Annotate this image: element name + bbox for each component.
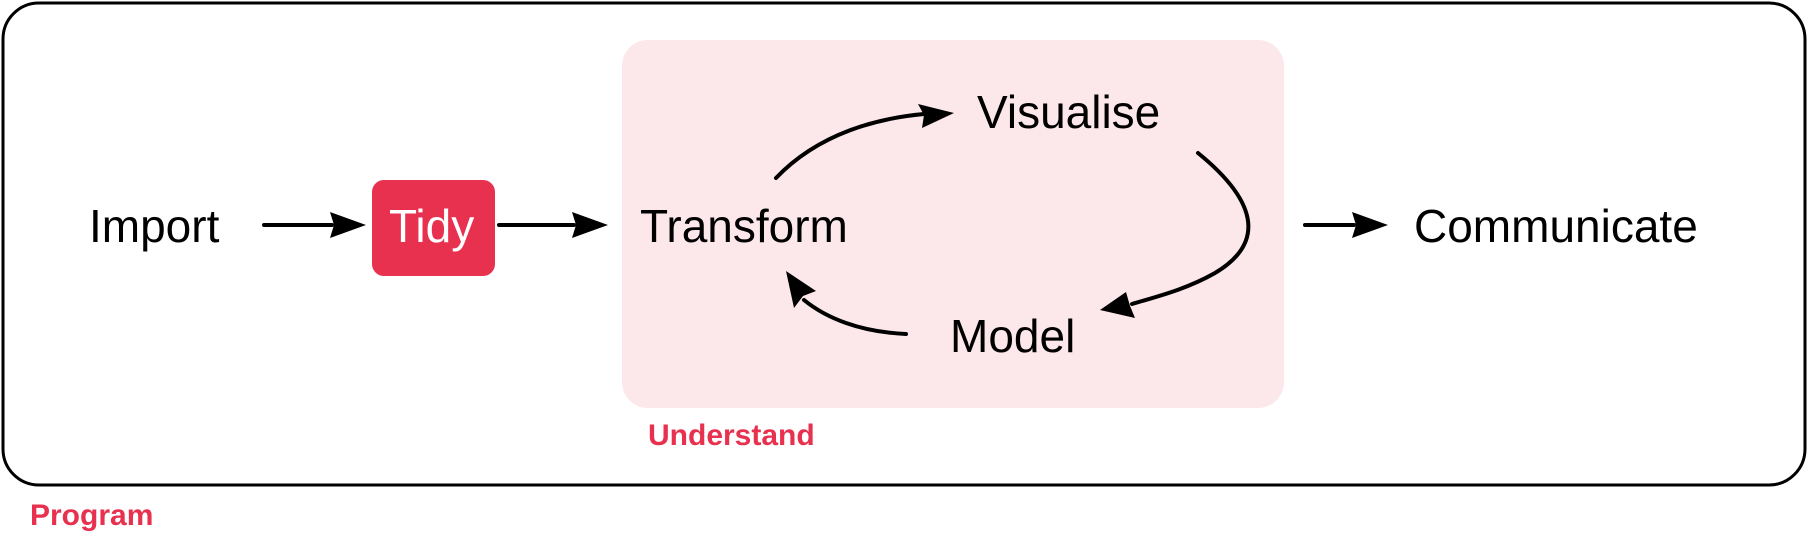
understand-region: [622, 40, 1284, 408]
stage-visualise: Visualise: [977, 86, 1161, 138]
arrow-import-to-tidy: [262, 212, 366, 238]
understand-label: Understand: [648, 419, 815, 452]
program-label: Program: [30, 499, 154, 532]
arrow-to-communicate: [1303, 212, 1388, 238]
stage-communicate: Communicate: [1414, 200, 1698, 252]
arrow-visualise-to-model: [1100, 151, 1251, 318]
tidy-box: [372, 180, 495, 276]
stage-transform: Transform: [640, 200, 848, 252]
arrow-transform-to-visualise: [774, 104, 954, 180]
arrow-model-to-transform: [786, 271, 908, 336]
arrow-tidy-to-transform: [497, 212, 608, 238]
program-frame: [1, 1, 1807, 487]
stage-tidy: Tidy: [389, 200, 475, 252]
stage-import: Import: [89, 200, 220, 252]
stage-model: Model: [950, 310, 1076, 362]
